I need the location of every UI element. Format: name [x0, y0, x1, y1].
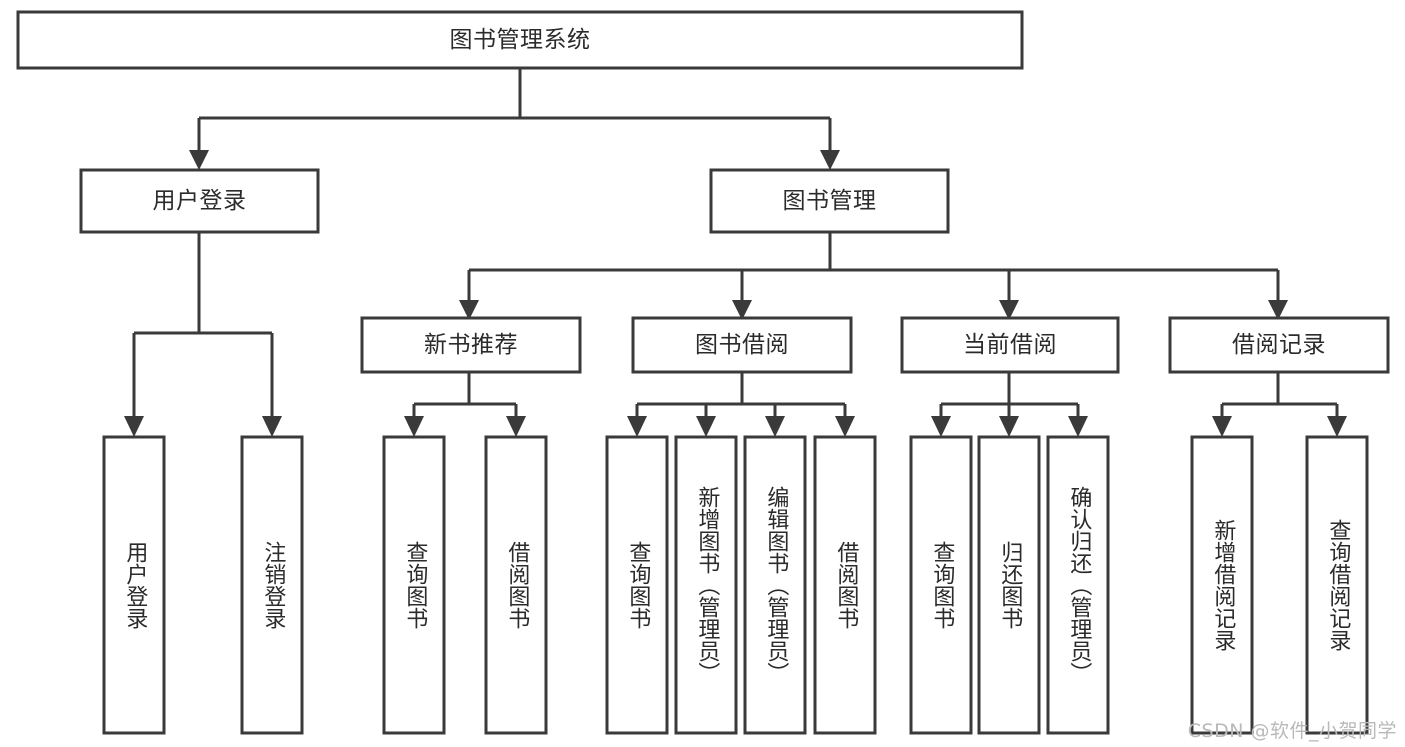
- leaf-box-borrow-1[interactable]: [605, 435, 669, 735]
- arrowhead-leaf-borrow-1: [627, 416, 647, 437]
- arrowhead-leaf-user-login-1: [124, 416, 144, 437]
- arrowhead-book-borrow: [732, 300, 752, 320]
- node-box-book-borrow[interactable]: [631, 316, 853, 374]
- arrowhead-current-borrow: [999, 300, 1019, 320]
- leaf-box-records-2[interactable]: [1305, 435, 1369, 735]
- arrowhead-leaf-borrow-2: [696, 416, 716, 437]
- leaf-box-borrow-3[interactable]: [743, 435, 807, 735]
- arrowhead-leaf-new-book-1: [404, 416, 424, 437]
- leaf-box-new-book-1[interactable]: [382, 435, 446, 735]
- arrowhead-leaf-records-1: [1212, 416, 1232, 437]
- arrowhead-borrow-records: [1268, 300, 1288, 320]
- arrowhead-leaf-current-3: [1068, 416, 1088, 437]
- node-box-current-borrow[interactable]: [900, 316, 1120, 374]
- node-box-book-manage[interactable]: [709, 168, 950, 234]
- leaf-box-current-3[interactable]: [1046, 435, 1110, 735]
- arrowhead-leaf-borrow-4: [835, 416, 855, 437]
- arrowhead-leaf-current-1: [931, 416, 951, 437]
- arrowhead-new-book: [459, 300, 479, 320]
- leaf-box-records-1[interactable]: [1190, 435, 1254, 735]
- arrowhead-user-login: [189, 150, 209, 170]
- node-box-new-book[interactable]: [360, 316, 582, 374]
- arrowhead-leaf-records-2: [1327, 416, 1347, 437]
- node-box-borrow-records[interactable]: [1168, 316, 1390, 374]
- leaf-box-new-book-2[interactable]: [484, 435, 548, 735]
- watermark-text: CSDN @软件_小贺同学: [1187, 720, 1397, 742]
- arrowhead-leaf-current-2: [999, 416, 1019, 437]
- leaf-box-borrow-2[interactable]: [674, 435, 738, 735]
- node-box-title[interactable]: [16, 10, 1024, 70]
- node-box-user-login[interactable]: [79, 168, 320, 234]
- leaf-box-user-login-2[interactable]: [240, 435, 304, 735]
- arrowhead-leaf-new-book-2: [506, 416, 526, 437]
- arrowhead-leaf-borrow-3: [765, 416, 785, 437]
- arrowhead-book-manage: [820, 150, 840, 170]
- arrowhead-leaf-user-login-2: [262, 416, 282, 437]
- leaf-box-user-login-1[interactable]: [102, 435, 166, 735]
- leaf-box-current-2[interactable]: [977, 435, 1041, 735]
- leaf-box-current-1[interactable]: [909, 435, 973, 735]
- leaf-box-borrow-4[interactable]: [813, 435, 877, 735]
